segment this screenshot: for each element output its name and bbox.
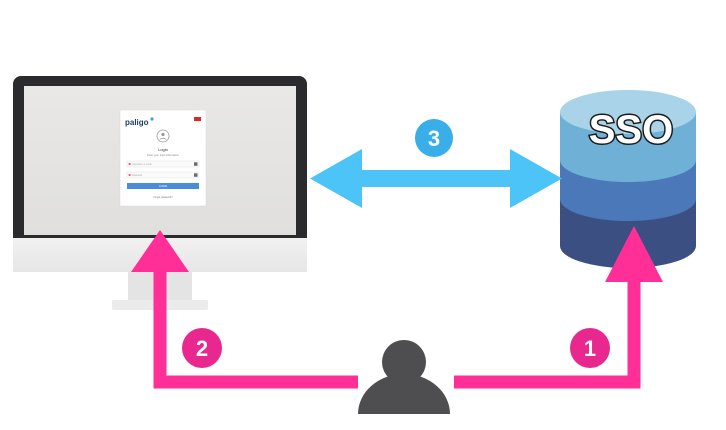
brand-dot-icon [150,117,154,121]
monitor: paligo Login Enter your login informatio… [13,76,307,310]
step-badge-3: 3 [415,119,453,157]
step-number-2: 2 [196,336,208,361]
user-icon [358,340,450,414]
password-placeholder: Password [132,174,143,177]
user-field-icon [128,162,131,166]
forgot-password-link[interactable]: Forgot password? [153,196,173,199]
password-field[interactable] [126,171,200,179]
login-title: Login [158,147,168,152]
step-badge-2: 2 [182,328,222,368]
arrow-user-to-monitor [131,230,358,389]
database-label: SSO [589,108,673,152]
login-subtitle: Enter your login information [147,153,179,157]
username-field[interactable] [126,160,200,168]
login-button-label: LOGIN [159,184,167,188]
username-placeholder: Username or email [132,163,152,166]
language-flag-icon [194,117,201,121]
login-avatar-icon [156,129,170,143]
login-window: paligo Login Enter your login informatio… [119,109,207,207]
arrow-user-to-sso [454,226,663,389]
sso-database-icon: SSO [560,90,696,268]
db-top [560,90,696,134]
login-button[interactable] [127,183,199,189]
lock-field-icon [128,173,131,177]
step-number-3: 3 [428,126,440,151]
step-badge-1: 1 [570,328,610,368]
login-brand: paligo [125,118,149,127]
step-number-1: 1 [584,336,596,361]
double-arrow-monitor-sso [310,149,562,208]
